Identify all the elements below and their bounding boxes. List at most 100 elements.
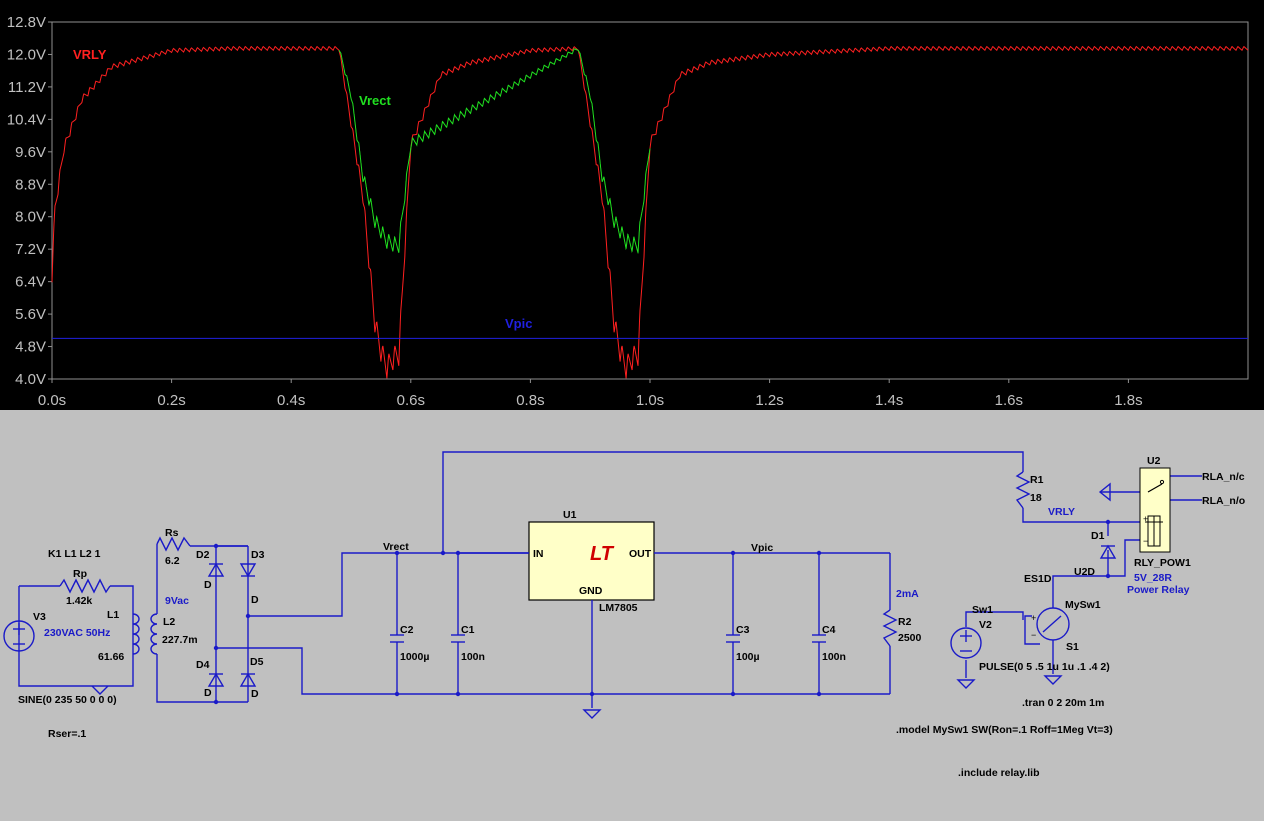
trace-area — [51, 45, 1249, 379]
d5-diode[interactable] — [239, 672, 257, 687]
relay-nc-label: RLA_n/c — [1202, 471, 1245, 483]
lt-logo-icon: LT — [590, 543, 615, 565]
v3-name: V3 — [33, 611, 46, 623]
svg-text:−: − — [1031, 630, 1036, 640]
l2-value: 227.7m — [162, 634, 198, 646]
y-tick-label: 4.0V — [15, 371, 46, 388]
trace-label-vrly[interactable]: VRLY — [73, 47, 107, 62]
net-vrect[interactable]: Vrect — [383, 541, 409, 553]
v3-rser[interactable]: Rser=.1 — [48, 728, 86, 740]
vrect-to-r1-wire — [442, 451, 1024, 553]
c4-value: 100n — [822, 651, 846, 663]
d5-name: D5 — [250, 656, 264, 668]
v3-func[interactable]: SINE(0 235 50 0 0 0) — [18, 694, 117, 706]
d3-name: D3 — [251, 549, 265, 561]
l2-inductor[interactable] — [150, 613, 158, 655]
net-vpic[interactable]: Vpic — [751, 542, 773, 554]
u1-regulator[interactable]: LT — [528, 521, 655, 601]
net-vrly[interactable]: VRLY — [1048, 506, 1075, 518]
v2-pulse[interactable]: PULSE(0 5 .5 1u 1u .1 .4 2) — [979, 661, 1110, 673]
d1-inst: U2D — [1074, 566, 1095, 578]
u1-part: LM7805 — [599, 602, 638, 614]
rp-resistor[interactable] — [59, 578, 111, 594]
switch-ctrl-net[interactable]: Sw1 — [972, 604, 993, 616]
y-tick-label: 8.8V — [15, 176, 46, 193]
include-directive[interactable]: .include relay.lib — [958, 767, 1040, 779]
x-tick-label: 1.6s — [995, 392, 1023, 409]
u1-name: U1 — [563, 509, 577, 521]
d4-model: D — [204, 687, 212, 699]
x-tick-label: 0.8s — [516, 392, 544, 409]
schematic-editor[interactable]: Rp 1.42k K1 L1 L2 1 V3 230VAC 50Hz SINE(… — [0, 410, 1264, 816]
c4-capacitor[interactable] — [812, 634, 826, 643]
l1-value: 61.66 — [98, 651, 124, 663]
svg-text:+: + — [1143, 514, 1148, 524]
y-tick-label: 7.2V — [15, 241, 46, 258]
relay-no-label: RLA_n/o — [1202, 495, 1245, 507]
u1-out-pin: OUT — [629, 548, 652, 560]
c3-capacitor[interactable] — [726, 634, 740, 643]
c3-name: C3 — [736, 624, 750, 636]
coupling-directive[interactable]: K1 L1 L2 1 — [48, 548, 101, 560]
model-directive[interactable]: .model MySw1 SW(Ron=.1 Roff=1Meg Vt=3) — [896, 724, 1113, 736]
c2-wires — [396, 553, 459, 694]
schematic-canvas[interactable]: Rp 1.42k K1 L1 L2 1 V3 230VAC 50Hz SINE(… — [0, 410, 1264, 816]
u2-relay[interactable]: + − — [1139, 467, 1171, 553]
c2-capacitor[interactable] — [390, 634, 404, 643]
y-tick-label: 4.8V — [15, 339, 46, 356]
x-tick-label: 0.0s — [38, 392, 66, 409]
v2-ground-symbol — [956, 679, 976, 689]
u2-name: U2 — [1147, 455, 1161, 467]
x-tick-label: 1.2s — [755, 392, 783, 409]
v2-name: V2 — [979, 619, 992, 631]
s1-switch[interactable]: + − — [1031, 607, 1070, 641]
l1-inductor[interactable] — [132, 613, 140, 655]
d5-model: D — [251, 688, 259, 700]
x-tick-label: 0.4s — [277, 392, 305, 409]
secondary-note: 9Vac — [165, 595, 189, 607]
v3-source[interactable] — [3, 620, 35, 652]
c2-value: 1000µ — [400, 651, 429, 663]
switch-ground-symbol — [1043, 675, 1063, 685]
d2-name: D2 — [196, 549, 210, 561]
r2-resistor[interactable] — [882, 609, 898, 647]
y-tick-label: 11.2V — [8, 79, 46, 96]
c1-name: C1 — [461, 624, 475, 636]
c1-value: 100n — [461, 651, 485, 663]
c3-value: 100µ — [736, 651, 760, 663]
d3-model: D — [251, 594, 259, 606]
r1-resistor[interactable] — [1015, 471, 1031, 509]
tran-directive[interactable]: .tran 0 2 20m 1m — [1022, 697, 1104, 709]
r2-name: R2 — [898, 616, 912, 628]
u2-part: RLY_POW1 — [1134, 557, 1191, 569]
d4-diode[interactable] — [207, 672, 225, 687]
y-axis: 12.8V12.0V11.2V10.4V9.6V8.8V8.0V7.2V6.4V… — [7, 14, 52, 388]
d2-model: D — [204, 579, 212, 591]
rs-resistor[interactable] — [156, 536, 191, 552]
c2-name: C2 — [400, 624, 414, 636]
v3-label: 230VAC 50Hz — [44, 627, 110, 639]
u1-gnd-pin: GND — [579, 585, 603, 597]
d1-part: ES1D — [1024, 573, 1052, 585]
u2-spec1: 5V_28R — [1134, 572, 1172, 584]
d3-diode[interactable] — [239, 563, 257, 578]
y-tick-label: 8.0V — [15, 209, 46, 226]
y-tick-label: 12.0V — [7, 46, 46, 63]
c1-capacitor[interactable] — [451, 634, 465, 643]
d4-name: D4 — [196, 659, 210, 671]
u2-spec2: Power Relay — [1127, 584, 1190, 596]
trace-label-vpic[interactable]: Vpic — [505, 316, 532, 331]
rp-name: Rp — [73, 568, 87, 580]
primary-loop — [18, 585, 134, 695]
trace-label-vrect[interactable]: Vrect — [359, 93, 391, 108]
trace-vrect — [338, 48, 651, 255]
y-tick-label: 6.4V — [15, 274, 46, 291]
d2-diode[interactable] — [207, 562, 225, 577]
d1-diode[interactable] — [1099, 544, 1117, 559]
v2-source[interactable] — [950, 627, 982, 659]
waveform-plot[interactable]: 12.8V12.0V11.2V10.4V9.6V8.8V8.0V7.2V6.4V… — [0, 0, 1264, 410]
r1-name: R1 — [1030, 474, 1044, 486]
y-tick-label: 10.4V — [7, 111, 46, 128]
